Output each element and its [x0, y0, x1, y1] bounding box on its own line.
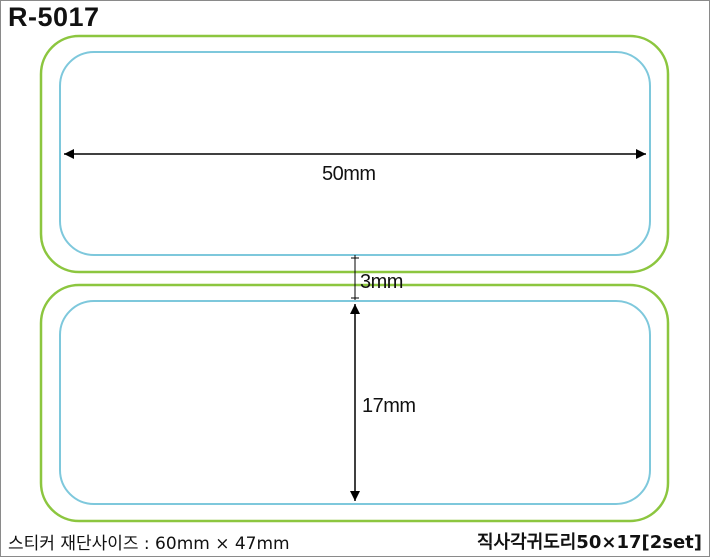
- product-name: 직사각귀도리50×17[2set]: [476, 532, 702, 553]
- bottom-label-safe-area: [59, 300, 651, 505]
- width-dimension-label: 50mm: [322, 163, 376, 185]
- height-dimension-label: 17mm: [362, 395, 416, 417]
- product-code: R-5017: [8, 2, 100, 32]
- gap-dimension-label: 3mm: [360, 271, 403, 293]
- cut-size-note: 스티커 재단사이즈 : 60mm × 47mm: [8, 534, 290, 554]
